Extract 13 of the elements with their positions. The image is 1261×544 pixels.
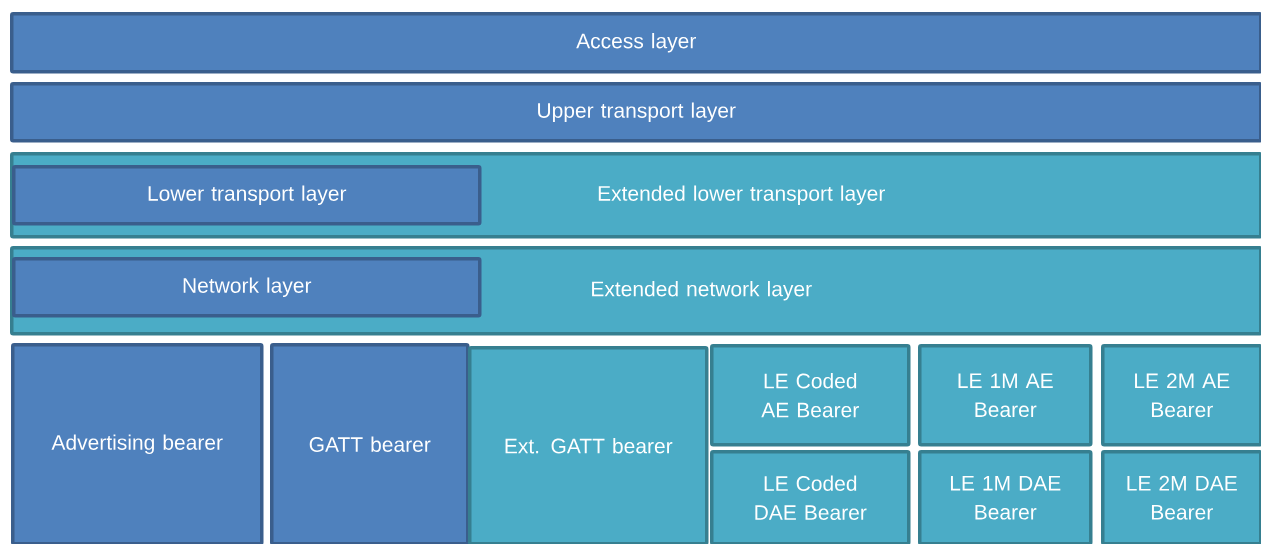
bearer-box: Advertising bearer [11,343,264,544]
bearer-box: Ext. GATT bearer [468,346,709,544]
layer-box: Lower transport layer [12,165,482,226]
bearer-box: LE Coded DAE Bearer [710,450,911,544]
bearer-box: LE 2M DAE Bearer [1101,450,1261,544]
bearer-box: LE Coded AE Bearer [710,344,911,447]
bearer-box: LE 1M DAE Bearer [918,450,1093,544]
bearer-box: LE 2M AE Bearer [1101,344,1261,447]
layer-box: Network layer [12,257,482,318]
bearer-box: GATT bearer [270,343,470,544]
layer-box: Upper transport layer [10,82,1261,143]
layer-box: Access layer [10,12,1261,74]
bearer-box: LE 1M AE Bearer [918,344,1093,447]
